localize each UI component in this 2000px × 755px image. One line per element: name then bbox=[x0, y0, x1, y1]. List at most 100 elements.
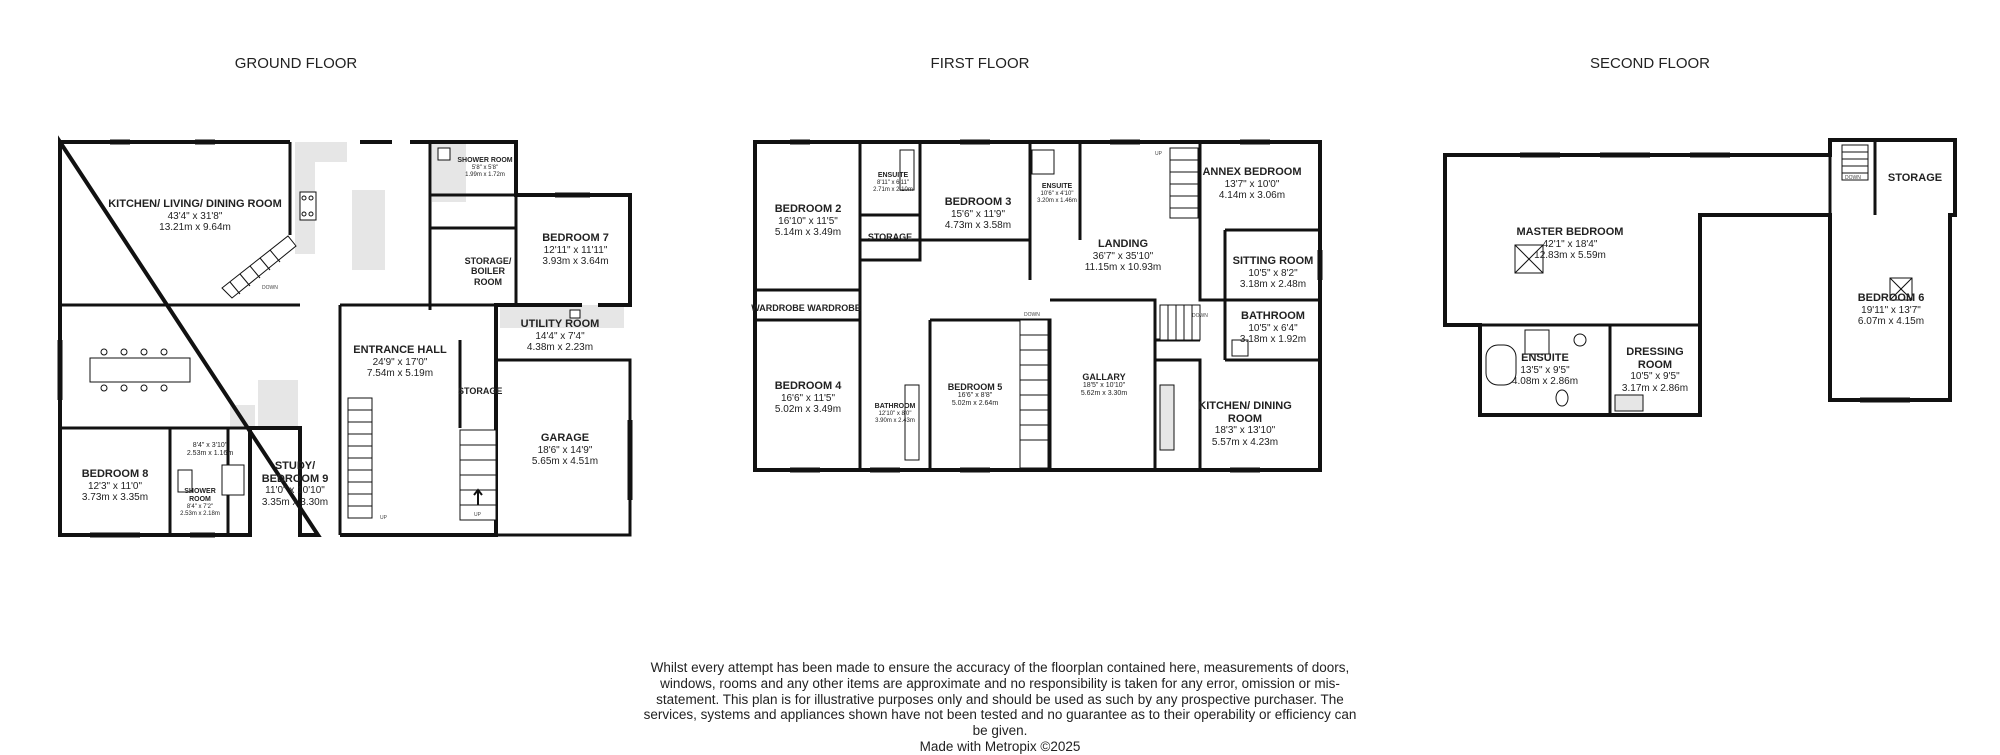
entrance-stairs bbox=[347, 397, 497, 521]
second-floor-fixtures bbox=[1485, 144, 1913, 412]
hob bbox=[299, 191, 317, 221]
room-passage-ground: 8'4" x 3'10" 2.53m x 1.16m bbox=[172, 442, 248, 458]
room-bedroom-6: BEDROOM 6 19'11" x 13'7" 6.07m x 4.15m bbox=[1835, 292, 1947, 328]
room-metric: 3.18m x 2.48m bbox=[1239, 279, 1307, 291]
room-bedroom-5: BEDROOM 5 16'6" x 8'8" 5.02m x 2.64m bbox=[935, 382, 1015, 408]
room-imperial: 11'0" x 10'10" bbox=[265, 485, 325, 497]
stairs-down-label-ground: DOWN bbox=[262, 285, 278, 291]
room-bedroom-8: BEDROOM 8 12'3" x 11'0" 3.73m x 3.35m bbox=[65, 468, 165, 504]
disclaimer-text: Whilst every attempt has been made to en… bbox=[643, 660, 1357, 739]
kitchen-stairs bbox=[221, 235, 297, 299]
room-imperial: 13'5" x 9'5" bbox=[1520, 364, 1570, 376]
room-imperial: 10'5" x 8'2" bbox=[1248, 267, 1298, 279]
room-metric: 5.02m x 2.64m bbox=[951, 400, 999, 408]
room-landing: LANDING 36'7" x 35'10" 11.15m x 10.93m bbox=[1068, 238, 1178, 274]
room-metric: 2.53m x 1.16m bbox=[186, 450, 234, 458]
room-imperial: 10'6" x 4'10" bbox=[1040, 191, 1074, 198]
room-kitchen-dining-annex: KITCHEN/ DINING ROOM 18'3" x 13'10" 5.57… bbox=[1195, 400, 1295, 448]
room-dressing-room: DRESSING ROOM 10'5" x 9'5" 3.17m x 2.86m bbox=[1612, 346, 1698, 394]
room-sitting-room: SITTING ROOM 10'5" x 8'2" 3.18m x 2.48m bbox=[1228, 255, 1318, 291]
room-bedroom-7: BEDROOM 7 12'11" x 11'11" 3.93m x 3.64m bbox=[528, 232, 623, 268]
room-name: BEDROOM 7 bbox=[542, 232, 609, 244]
room-metric: 3.90m x 2.43m bbox=[875, 417, 915, 424]
room-storage-ground: STORAGE bbox=[458, 386, 502, 396]
room-imperial: 24'9" x 17'0" bbox=[372, 356, 428, 368]
stairs-up-label-ground: UP bbox=[380, 515, 387, 521]
room-entrance-hall: ENTRANCE HALL 24'9" x 17'0" 7.54m x 5.19… bbox=[350, 344, 450, 380]
room-name: STORAGE bbox=[1887, 172, 1943, 184]
room-imperial: 13'7" x 10'0" bbox=[1224, 178, 1280, 190]
stairs-down-label-first-2: DOWN bbox=[1192, 313, 1208, 319]
room-metric: 5.02m x 3.49m bbox=[774, 404, 842, 416]
room-name: BEDROOM 5 bbox=[947, 382, 1003, 392]
room-metric: 3.35m x 3.30m bbox=[261, 496, 329, 508]
room-name: ENSUITE bbox=[877, 172, 909, 179]
room-wardrobe-2: WARDROBE bbox=[806, 303, 862, 313]
room-shower-room-ground-2: SHOWER ROOM 8'4" x 7'2" 2.53m x 2.18m bbox=[178, 488, 222, 518]
room-imperial: 15'6" x 11'9" bbox=[950, 208, 1006, 220]
ground-floor-title: GROUND FLOOR bbox=[234, 55, 358, 72]
room-imperial: 8'4" x 7'2" bbox=[186, 504, 214, 511]
room-bedroom-2: BEDROOM 2 16'10" x 11'5" 5.14m x 3.49m bbox=[758, 203, 858, 239]
room-metric: 4.38m x 2.23m bbox=[526, 342, 594, 354]
room-name: ENSUITE bbox=[1041, 183, 1073, 190]
room-metric: 5.65m x 4.51m bbox=[531, 456, 599, 468]
room-name: STORAGE bbox=[867, 232, 913, 242]
room-utility: UTILITY ROOM 14'4" x 7'4" 4.38m x 2.23m bbox=[510, 318, 610, 354]
room-imperial: 8'4" x 3'10" bbox=[192, 442, 228, 449]
room-name: BATHROOM bbox=[874, 403, 916, 410]
room-metric: 5.62m x 3.30m bbox=[1080, 390, 1128, 398]
room-imperial: 14'4" x 7'4" bbox=[535, 330, 585, 342]
room-name: SHOWER ROOM bbox=[184, 488, 216, 504]
room-metric: 7.54m x 5.19m bbox=[366, 368, 434, 380]
room-bedroom-3: BEDROOM 3 15'6" x 11'9" 4.73m x 3.58m bbox=[928, 196, 1028, 232]
room-name: UTILITY ROOM bbox=[520, 318, 600, 330]
room-name: KITCHEN/ LIVING/ DINING ROOM bbox=[108, 198, 282, 210]
dining-table bbox=[89, 348, 191, 392]
disclaimer: Whilst every attempt has been made to en… bbox=[640, 660, 1360, 755]
stairs-up-label-first: UP bbox=[1155, 151, 1162, 157]
room-kitchen-living-dining: KITCHEN/ LIVING/ DINING ROOM 43'4" x 31'… bbox=[95, 198, 295, 234]
room-metric: 2.71m x 2.10m bbox=[873, 186, 913, 193]
room-name: LANDING bbox=[1097, 238, 1149, 250]
room-name: BEDROOM 6 bbox=[1857, 292, 1925, 304]
room-wardrobe-1: WARDROBE bbox=[750, 303, 806, 313]
room-metric: 1.99m x 1.72m bbox=[465, 171, 505, 178]
room-name: KITCHEN/ DINING ROOM bbox=[1198, 400, 1292, 425]
room-bathroom-annex: BATHROOM 10'5" x 6'4" 3.18m x 1.92m bbox=[1228, 310, 1318, 346]
room-metric: 3.17m x 2.86m bbox=[1621, 382, 1689, 394]
second-floor-plan bbox=[1443, 138, 1957, 417]
room-metric: 5.57m x 4.23m bbox=[1211, 436, 1279, 448]
room-imperial: 12'11" x 11'11" bbox=[543, 244, 608, 256]
room-imperial: 12'10" x 8'0" bbox=[878, 411, 912, 418]
room-ensuite-1: ENSUITE 8'11" x 6'11" 2.71m x 2.10m bbox=[868, 172, 918, 194]
room-metric: 5.14m x 3.49m bbox=[774, 227, 842, 239]
room-name: BEDROOM 4 bbox=[774, 380, 842, 392]
room-metric: 13.21m x 9.64m bbox=[159, 222, 231, 234]
room-metric: 6.07m x 4.15m bbox=[1857, 316, 1925, 328]
room-name: BEDROOM 3 bbox=[944, 196, 1012, 208]
room-storage-second: STORAGE bbox=[1878, 172, 1952, 185]
room-imperial: 10'5" x 6'4" bbox=[1248, 322, 1298, 334]
room-imperial: 12'3" x 11'0" bbox=[87, 480, 143, 492]
room-imperial: 43'4" x 31'8" bbox=[167, 210, 223, 222]
room-imperial: 42'1" x 18'4" bbox=[1542, 238, 1598, 250]
room-imperial: 18'6" x 14'9" bbox=[537, 444, 593, 456]
room-name: STUDY/ BEDROOM 9 bbox=[261, 460, 329, 485]
room-ensuite-master: ENSUITE 13'5" x 9'5" 4.08m x 2.86m bbox=[1500, 352, 1590, 388]
room-imperial: 36'7" x 35'10" bbox=[1092, 250, 1154, 262]
room-imperial: 8'11" x 6'11" bbox=[876, 180, 909, 187]
room-imperial: 5'8" x 5'8" bbox=[471, 165, 499, 172]
room-metric: 12.83m x 5.59m bbox=[1534, 250, 1606, 262]
room-imperial: 18'3" x 13'10" bbox=[1214, 425, 1276, 437]
first-floor-title: FIRST FLOOR bbox=[930, 55, 1030, 72]
stairs-down-label-second: DOWN bbox=[1845, 175, 1861, 181]
room-shower-room-ground: SHOWER ROOM 5'8" x 5'8" 1.99m x 1.72m bbox=[455, 157, 515, 179]
room-name: GARAGE bbox=[540, 432, 590, 444]
room-imperial: 18'5" x 10'10" bbox=[1082, 382, 1126, 390]
room-storage-first: STORAGE bbox=[862, 232, 918, 242]
room-name: ANNEX BEDROOM bbox=[1202, 166, 1302, 178]
room-metric: 4.73m x 3.58m bbox=[944, 220, 1012, 232]
room-annex-bedroom: ANNEX BEDROOM 13'7" x 10'0" 4.14m x 3.06… bbox=[1202, 166, 1302, 202]
